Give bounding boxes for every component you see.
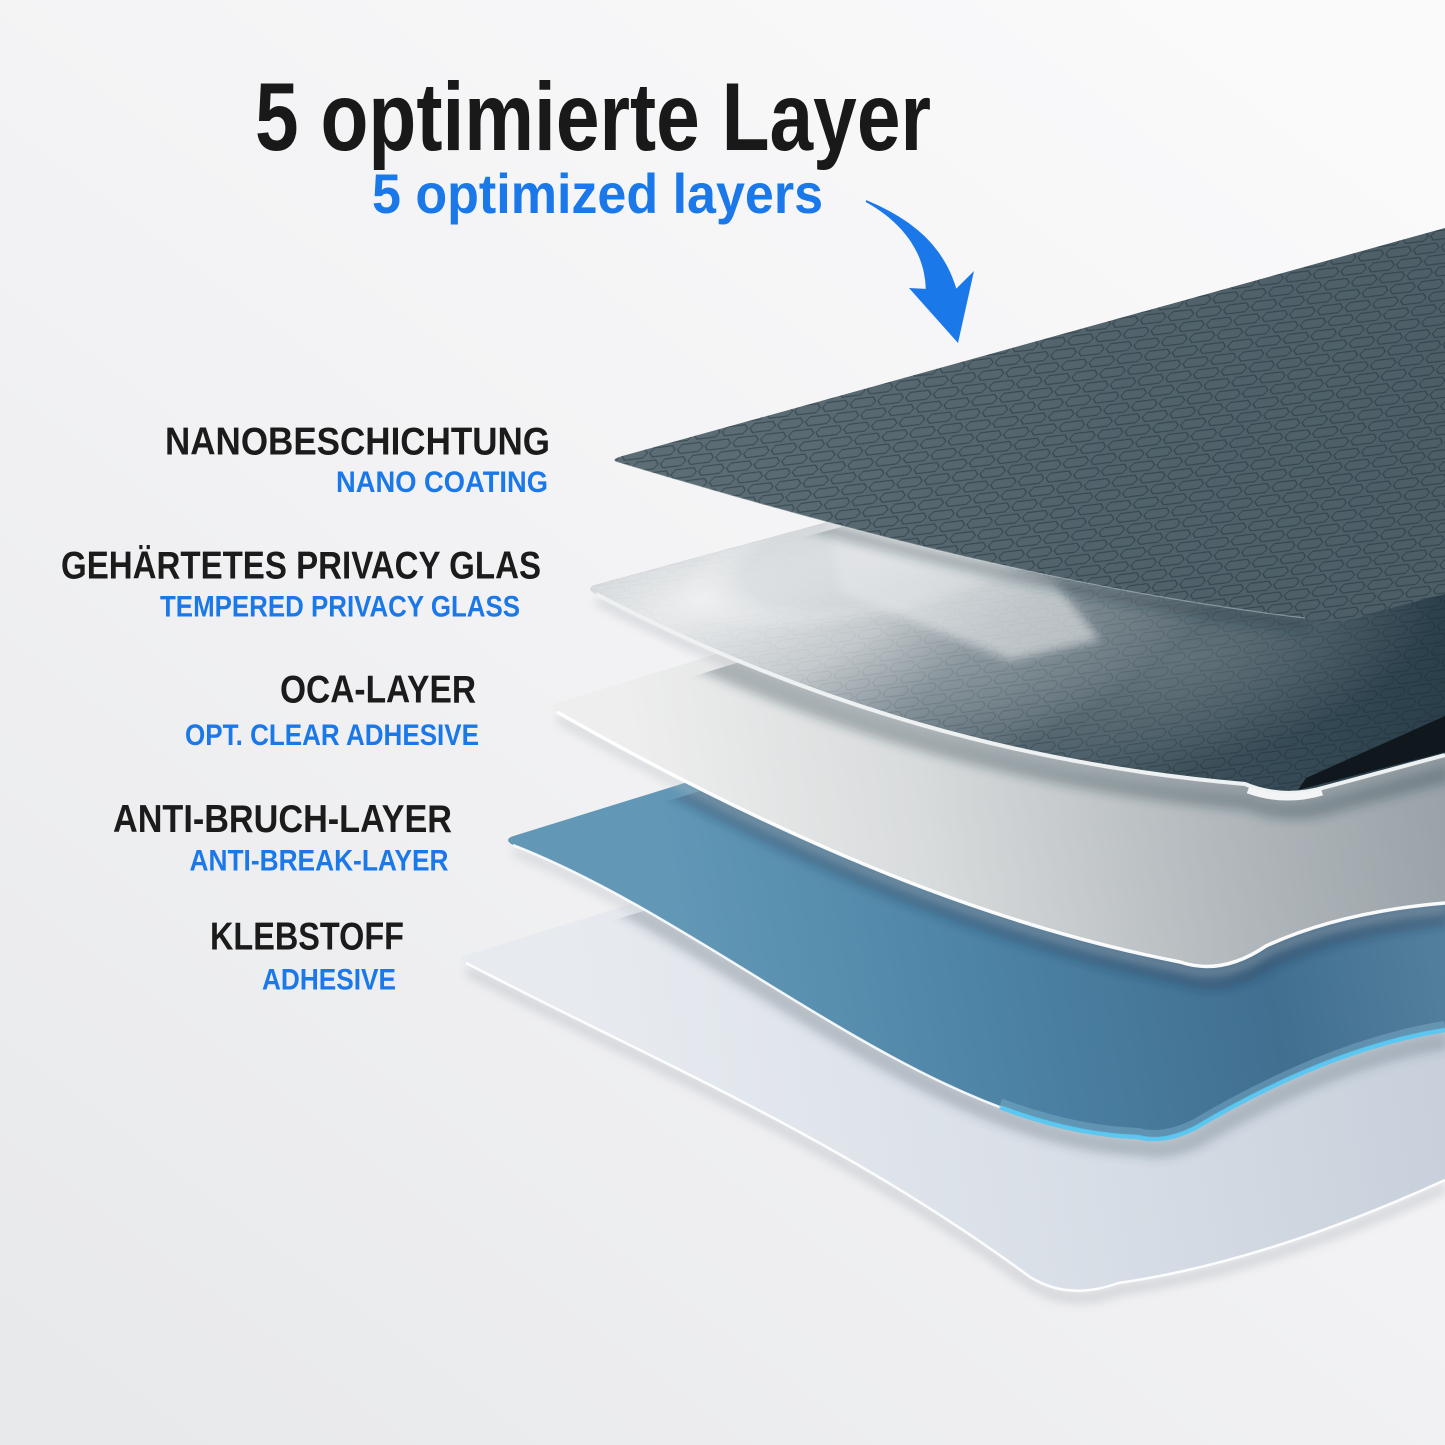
svg-text:GEHÄRTETES PRIVACY GLAS: GEHÄRTETES PRIVACY GLAS [61, 545, 541, 588]
svg-text:5 optimized layers: 5 optimized layers [372, 163, 823, 225]
svg-text:ANTI-BREAK-LAYER: ANTI-BREAK-LAYER [190, 845, 449, 878]
svg-text:KLEBSTOFF: KLEBSTOFF [210, 916, 404, 959]
svg-text:5 optimierte Layer: 5 optimierte Layer [255, 64, 931, 171]
svg-text:NANOBESCHICHTUNG: NANOBESCHICHTUNG [165, 421, 550, 464]
svg-text:ANTI-BRUCH-LAYER: ANTI-BRUCH-LAYER [113, 798, 452, 841]
svg-text:OCA-LAYER: OCA-LAYER [280, 669, 476, 712]
svg-text:ADHESIVE: ADHESIVE [262, 963, 396, 996]
svg-text:OPT. CLEAR ADHESIVE: OPT. CLEAR ADHESIVE [185, 719, 479, 752]
svg-text:TEMPERED PRIVACY GLASS: TEMPERED PRIVACY GLASS [160, 591, 520, 624]
svg-text:NANO COATING: NANO COATING [336, 466, 548, 499]
